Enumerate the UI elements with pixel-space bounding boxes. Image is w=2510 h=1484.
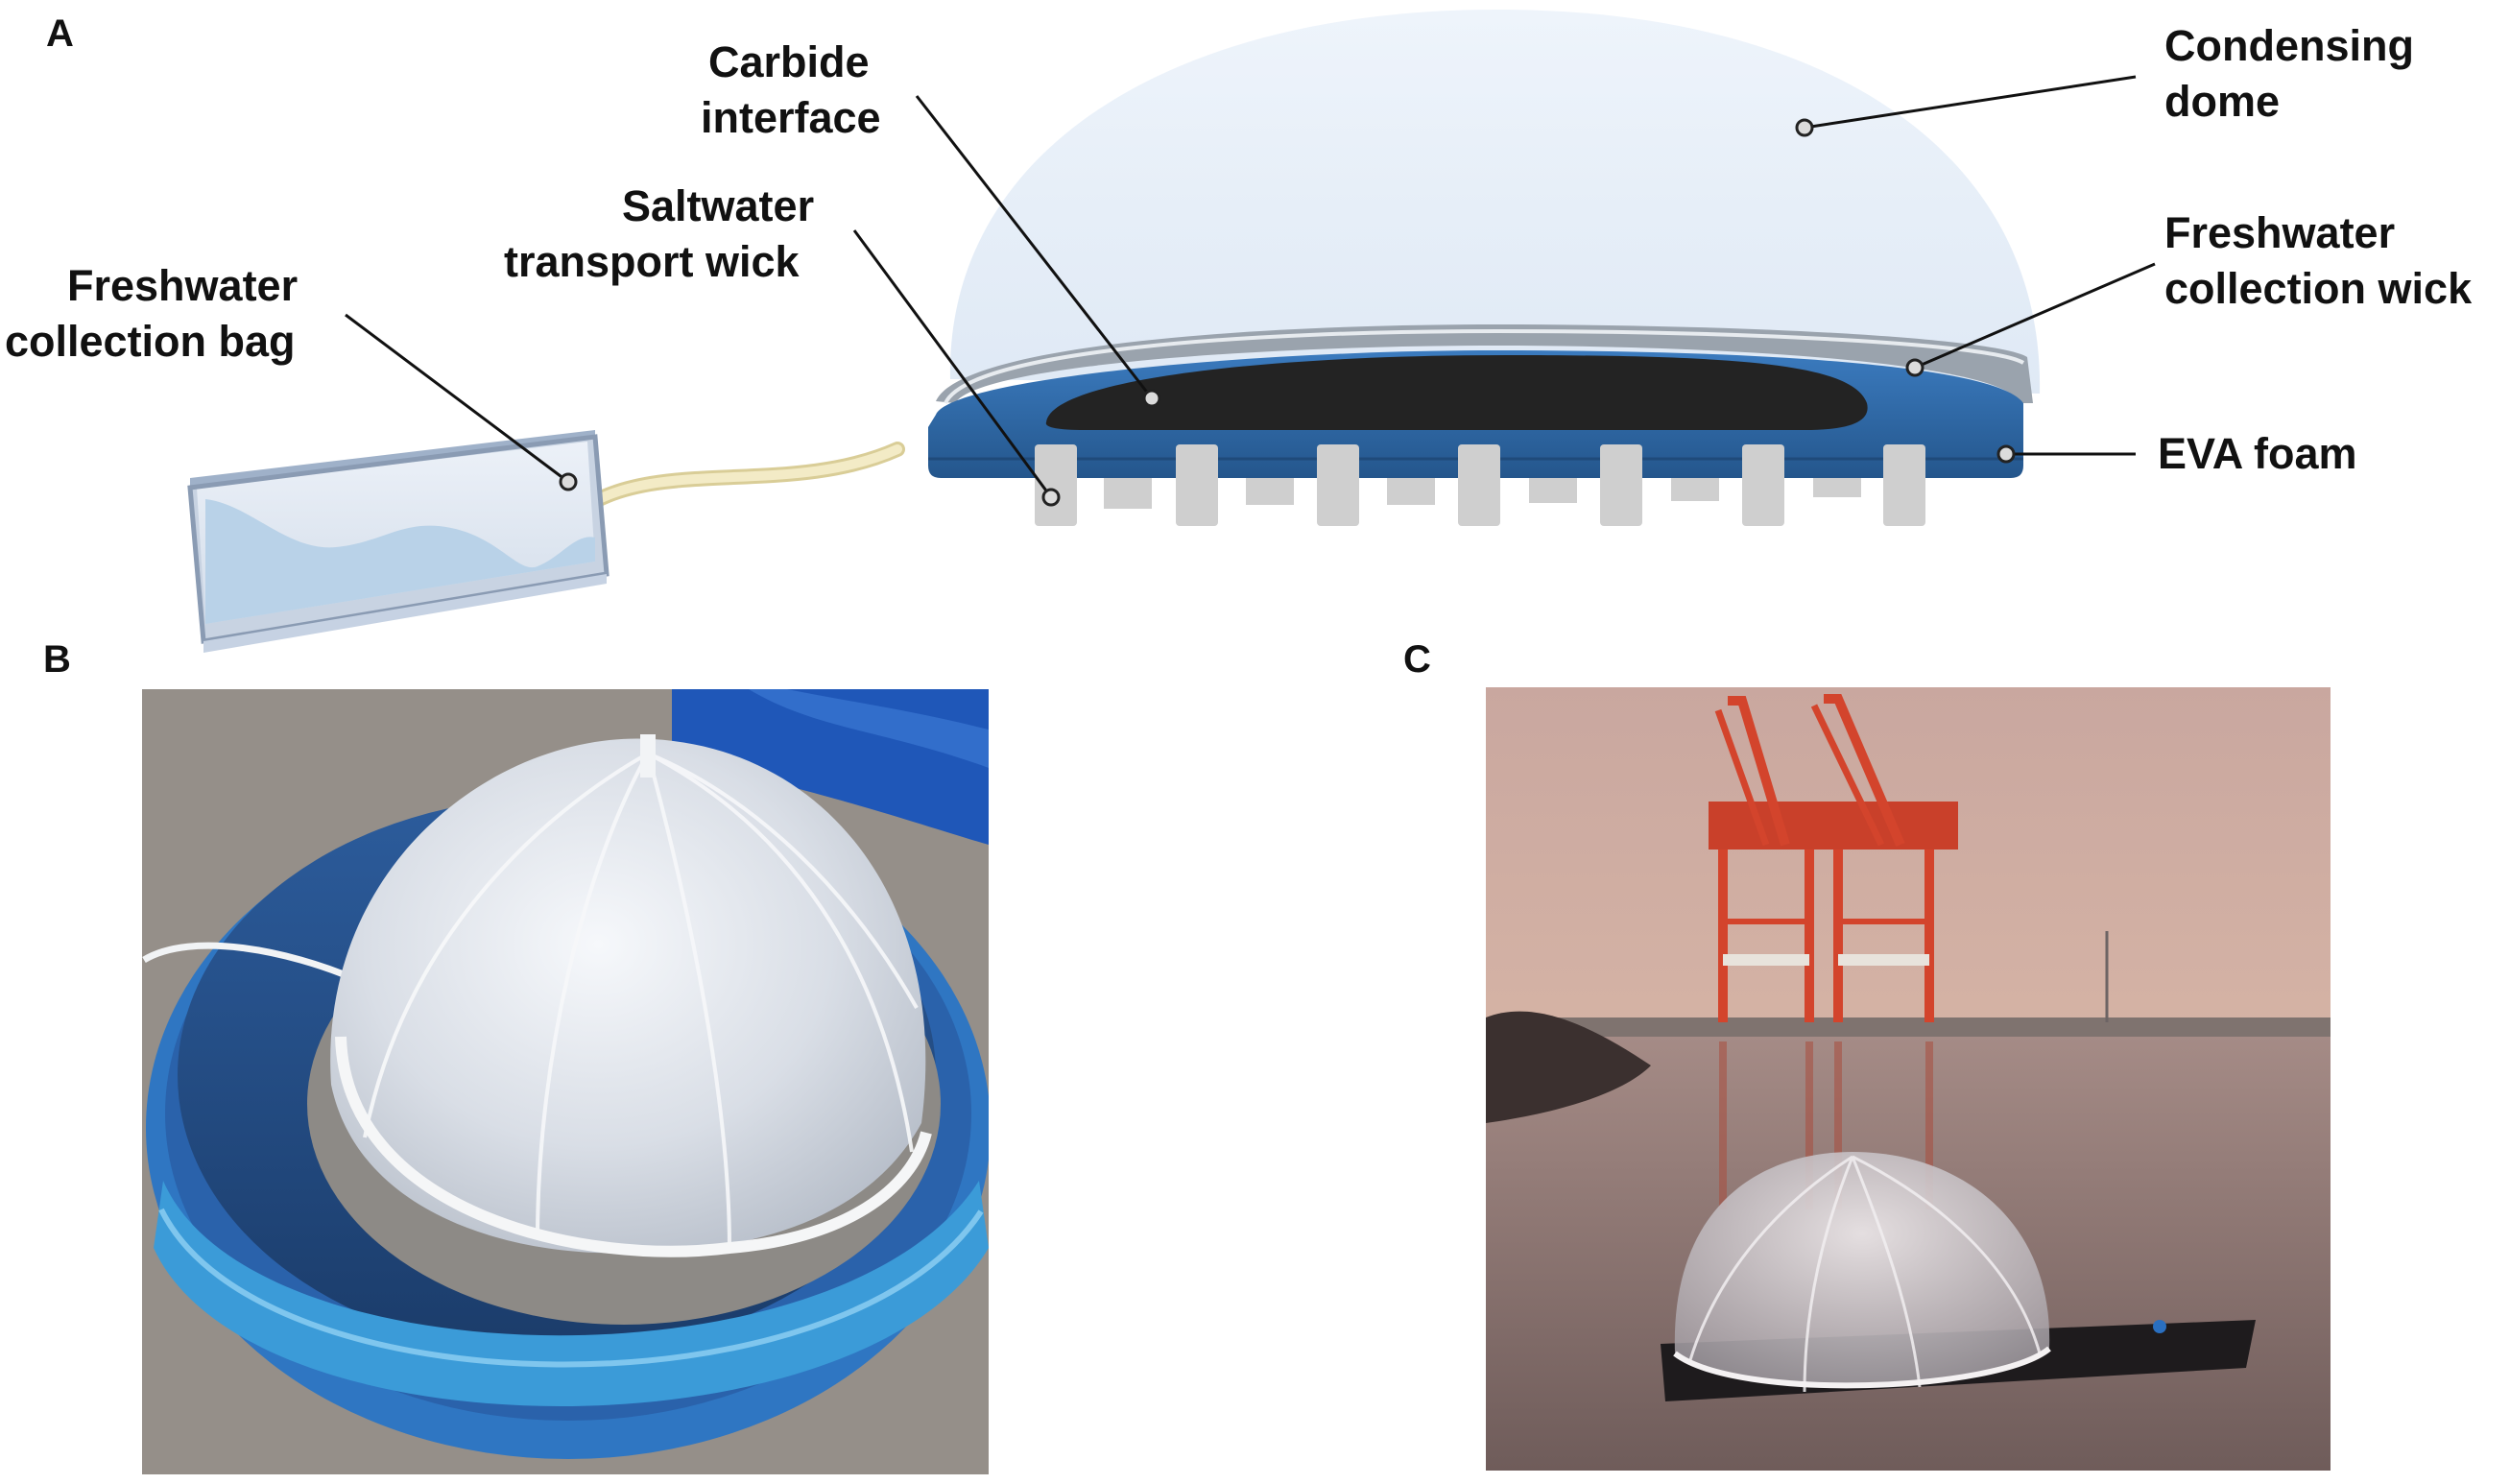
dome-dot (1795, 118, 1814, 137)
saltwater-leader (852, 229, 1053, 498)
panel-a: A (5, 10, 2473, 653)
label-saltwater-transport-wick: Saltwater transport wick (504, 181, 826, 286)
foam-dot (1996, 444, 2016, 464)
saltwater-dot (1041, 488, 1061, 507)
freshwater-collection-bag (187, 430, 610, 653)
panel-a-letter: A (46, 12, 74, 55)
panel-b-letter: B (43, 638, 71, 681)
carbide-interface (1045, 355, 1868, 430)
photo-b (142, 689, 989, 1474)
wick-dot (1905, 358, 1924, 377)
label-freshwater-collection-wick: Freshwater collection wick (2164, 208, 2473, 313)
label-condensing-dome: Condensing dome (2164, 21, 2426, 126)
label-eva-foam: EVA foam (2158, 429, 2357, 478)
bag-leader (345, 313, 569, 484)
panel-c-letter: C (1403, 638, 1431, 681)
photo-c (1486, 687, 2331, 1471)
wick-highlight (944, 328, 2025, 404)
condensing-dome (949, 10, 2041, 394)
panel-c: C (1403, 638, 2331, 1471)
bag-dot (559, 472, 578, 491)
saltwater-transport-wick (1035, 444, 1925, 526)
freshwater-collection-wick (936, 324, 2033, 403)
label-freshwater-collection-bag: Freshwater collection bag (5, 261, 310, 366)
cranes (1709, 694, 1958, 1022)
panel-b: B (43, 638, 989, 1474)
dome-leader (1804, 75, 2137, 130)
wick-leader (1914, 262, 2156, 370)
carbide-dot (1142, 389, 1161, 408)
carbide-leader (915, 95, 1154, 399)
label-carbide-interface: Carbide interface (701, 37, 881, 142)
bag-water (205, 499, 595, 624)
